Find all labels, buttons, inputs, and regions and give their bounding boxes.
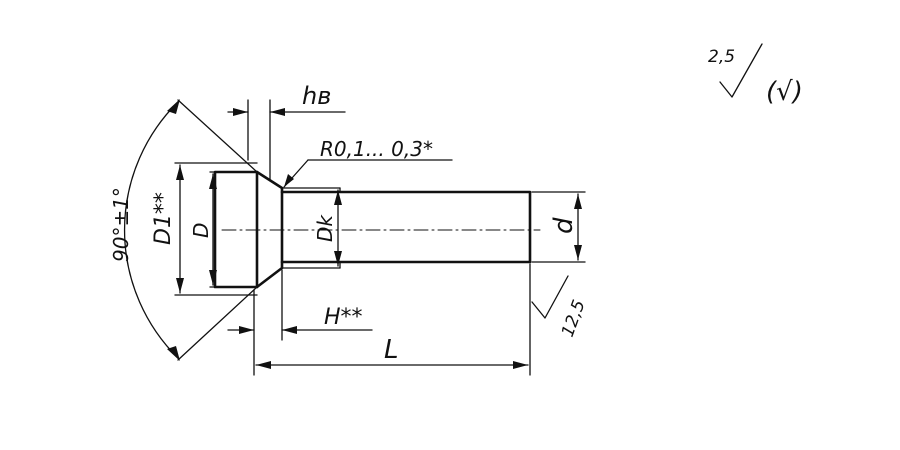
d-shank-label: d bbox=[549, 217, 579, 234]
labels: hв R0,1... 0,3* 90°±1° D1** D Dk d H** L… bbox=[109, 47, 803, 365]
d1-label: D1** bbox=[151, 192, 176, 245]
radius-label: R0,1... 0,3* bbox=[320, 137, 433, 161]
dk-label: Dk bbox=[313, 214, 337, 242]
shank bbox=[280, 190, 532, 264]
roughness-other-label: (√) bbox=[766, 77, 803, 107]
roughness-general-sign bbox=[719, 43, 763, 98]
roughness-general-label: 2,5 bbox=[708, 47, 735, 67]
extension-lines bbox=[174, 99, 586, 376]
roughness-end-sign bbox=[531, 275, 569, 319]
rivet-outline bbox=[213, 170, 541, 289]
dimension-lines bbox=[123, 43, 763, 369]
roughness-end-label: 12,5 bbox=[558, 297, 590, 339]
d-head-label: D bbox=[189, 223, 213, 238]
angle-arc bbox=[123, 101, 179, 359]
h-label: H** bbox=[324, 305, 363, 330]
length-label: L bbox=[384, 335, 399, 365]
angle-label: 90°±1° bbox=[109, 187, 133, 262]
hv-label: hв bbox=[302, 82, 331, 110]
